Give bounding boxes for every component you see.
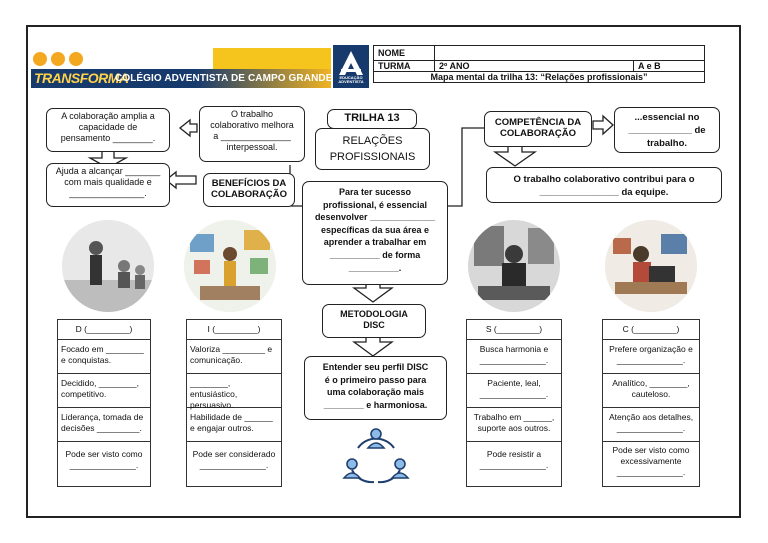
disc-text: Entender seu perfil DISC [322, 362, 429, 372]
disc-item: Trabalho em ______, suporte aos outros. [467, 408, 561, 442]
disc-item: Prefere organização e ______________. [603, 340, 699, 374]
metodologia-text: METODOLOGIA [340, 309, 408, 319]
success-text: aprender a trabalhar em [323, 237, 427, 248]
competencia-box-essential: ...essencial no ____________ de trabalho… [614, 107, 720, 153]
metodologia-box: METODOLOGIA DISC [322, 304, 426, 338]
competencia-text: trabalho. [646, 138, 688, 149]
arrow-left-shape [178, 118, 198, 138]
illustration-steadiness [468, 220, 560, 312]
adventist-logo [333, 45, 369, 88]
decorative-dot [69, 52, 83, 66]
disc-column-s: S (_________) Busca harmonia e _________… [466, 319, 562, 487]
disc-item: Pode ser considerado ______________. [192, 449, 276, 470]
arrow-left-shape [164, 170, 197, 190]
school-name: COLÉGIO ADVENTISTA DE CAMPO GRANDE [115, 73, 333, 84]
success-text: Para ter sucesso [338, 187, 412, 197]
success-text: desenvolver _____________ [314, 212, 436, 223]
success-text: __________. [348, 262, 402, 273]
disc-item: Pode ser visto como excessivamente _____… [612, 445, 690, 477]
adventist-logo-icon [339, 51, 363, 75]
header-banner-accent [213, 48, 331, 70]
trilha-label: TRILHA 13 [327, 109, 417, 129]
header-banner [31, 69, 331, 88]
disc-column-header: C (_________) [603, 320, 699, 340]
team-collaboration-icon [342, 428, 410, 484]
disc-column-header: I (_________) [187, 320, 281, 340]
arrow-right-shape [592, 114, 614, 136]
benefits-label: BENEFÍCIOS DA COLABORAÇÃO [203, 173, 295, 207]
disc-text: ________ e harmoniosa. [323, 399, 428, 410]
benefits-label-line: BENEFÍCIOS DA [211, 178, 287, 189]
competencia-text: ...essencial no [634, 112, 700, 123]
benefit-box-interpersonal: O trabalho colaborativo melhora a ______… [199, 106, 305, 162]
disc-text: é o primeiro passo para [324, 374, 427, 385]
disc-column-i: I (_________) Valoriza _________ e comun… [186, 319, 282, 487]
disc-item: Pode resistir a ______________. [479, 449, 549, 470]
disc-item: Valoriza _________ e comunicação. [187, 340, 281, 374]
benefit-text: capacidade de [78, 122, 138, 132]
disc-column-header: D (_________) [58, 320, 150, 340]
benefit-text: com mais qualidade e [64, 177, 152, 187]
success-text: específicas da sua área e [320, 224, 430, 235]
disc-item: Analítico, ________, cauteloso. [603, 374, 699, 408]
benefit-text: pensamento ________. [60, 133, 156, 143]
competencia-text: ____________ de [628, 125, 706, 136]
disc-item: Decidido, ________, competitivo. [58, 374, 150, 408]
disc-item: Atenção aos detalhes, ______________. [603, 408, 699, 442]
competencia-label-line: COMPETÊNCIA DA [494, 117, 582, 128]
disc-item: Habilidade de ______ e engajar outros. [187, 408, 281, 442]
decorative-dot [33, 52, 47, 66]
arrow-down-shape [352, 335, 394, 357]
benefits-label-line: COLABORAÇÃO [211, 189, 287, 200]
arrow-down-shape [492, 144, 538, 167]
main-title-line: PROFISSIONAIS [329, 151, 416, 163]
disc-item: Pode ser visto como ______________. [65, 449, 143, 470]
benefit-box-goals: Ajuda a alcançar _______ com mais qualid… [46, 163, 170, 207]
disc-column-c: C (_________) Prefere organização e ____… [602, 319, 700, 487]
illustration-conscientiousness [605, 220, 697, 312]
disc-item: Busca harmonia e ______________. [467, 340, 561, 374]
disc-box: Entender seu perfil DISC é o primeiro pa… [304, 356, 447, 420]
disc-text: uma colaboração mais [326, 387, 425, 397]
benefit-text: a ______________ [213, 131, 291, 141]
illustration-dominance [62, 220, 154, 312]
worksheet-border [26, 25, 741, 518]
benefit-text: O trabalho [230, 109, 274, 119]
benefit-text: interpessoal. [226, 142, 278, 152]
main-title-line: RELAÇÕES [342, 135, 403, 147]
competencia-label: COMPETÊNCIA DA COLABORAÇÃO [484, 111, 592, 147]
benefit-text: A colaboração amplia a [61, 111, 155, 121]
disc-column-d: D (_________) Focado em ________ e conqu… [57, 319, 151, 487]
logo-caption: EDUCAÇÃO ADVENTISTA [338, 75, 364, 84]
competencia-box-team: O trabalho colaborativo contribui para o… [486, 167, 722, 203]
success-text: profissional, é essencial [322, 199, 428, 210]
competencia-text: _______________ da equipe. [539, 187, 669, 198]
disc-column-header: S (_________) [467, 320, 561, 340]
main-title: RELAÇÕES PROFISSIONAIS [315, 128, 430, 170]
disc-item: Liderança, tomada de decisões _________. [58, 408, 150, 442]
benefit-box-thinking: A colaboração amplia a capacidade de pen… [46, 108, 170, 152]
illustration-influence [184, 220, 276, 312]
success-box: Para ter sucesso profissional, é essenci… [302, 181, 448, 285]
decorative-dot [51, 52, 65, 66]
disc-item: Focado em ________ e conquistas. [58, 340, 150, 374]
disc-item: ________, entusiástico, persuasivo. [187, 374, 281, 410]
header-info-table: NOME TURMA 2º ANO A e B Mapa mental da t… [373, 45, 705, 83]
benefit-text: _______________. [69, 188, 147, 198]
metodologia-text: DISC [363, 320, 385, 330]
disc-item: Paciente, leal, ______________. [467, 374, 561, 408]
competencia-text: O trabalho colaborativo contribui para o [513, 174, 695, 185]
worksheet-subtitle: Mapa mental da trilha 13: “Relações prof… [373, 71, 705, 83]
benefit-text: colaborativo melhora [210, 120, 294, 130]
competencia-label-line: COLABORAÇÃO [500, 128, 576, 139]
success-text: __________ de forma [329, 249, 421, 260]
benefit-text: Ajuda a alcançar _______ [55, 166, 161, 176]
brand-logo-text: TRANSFORMA [34, 70, 129, 86]
